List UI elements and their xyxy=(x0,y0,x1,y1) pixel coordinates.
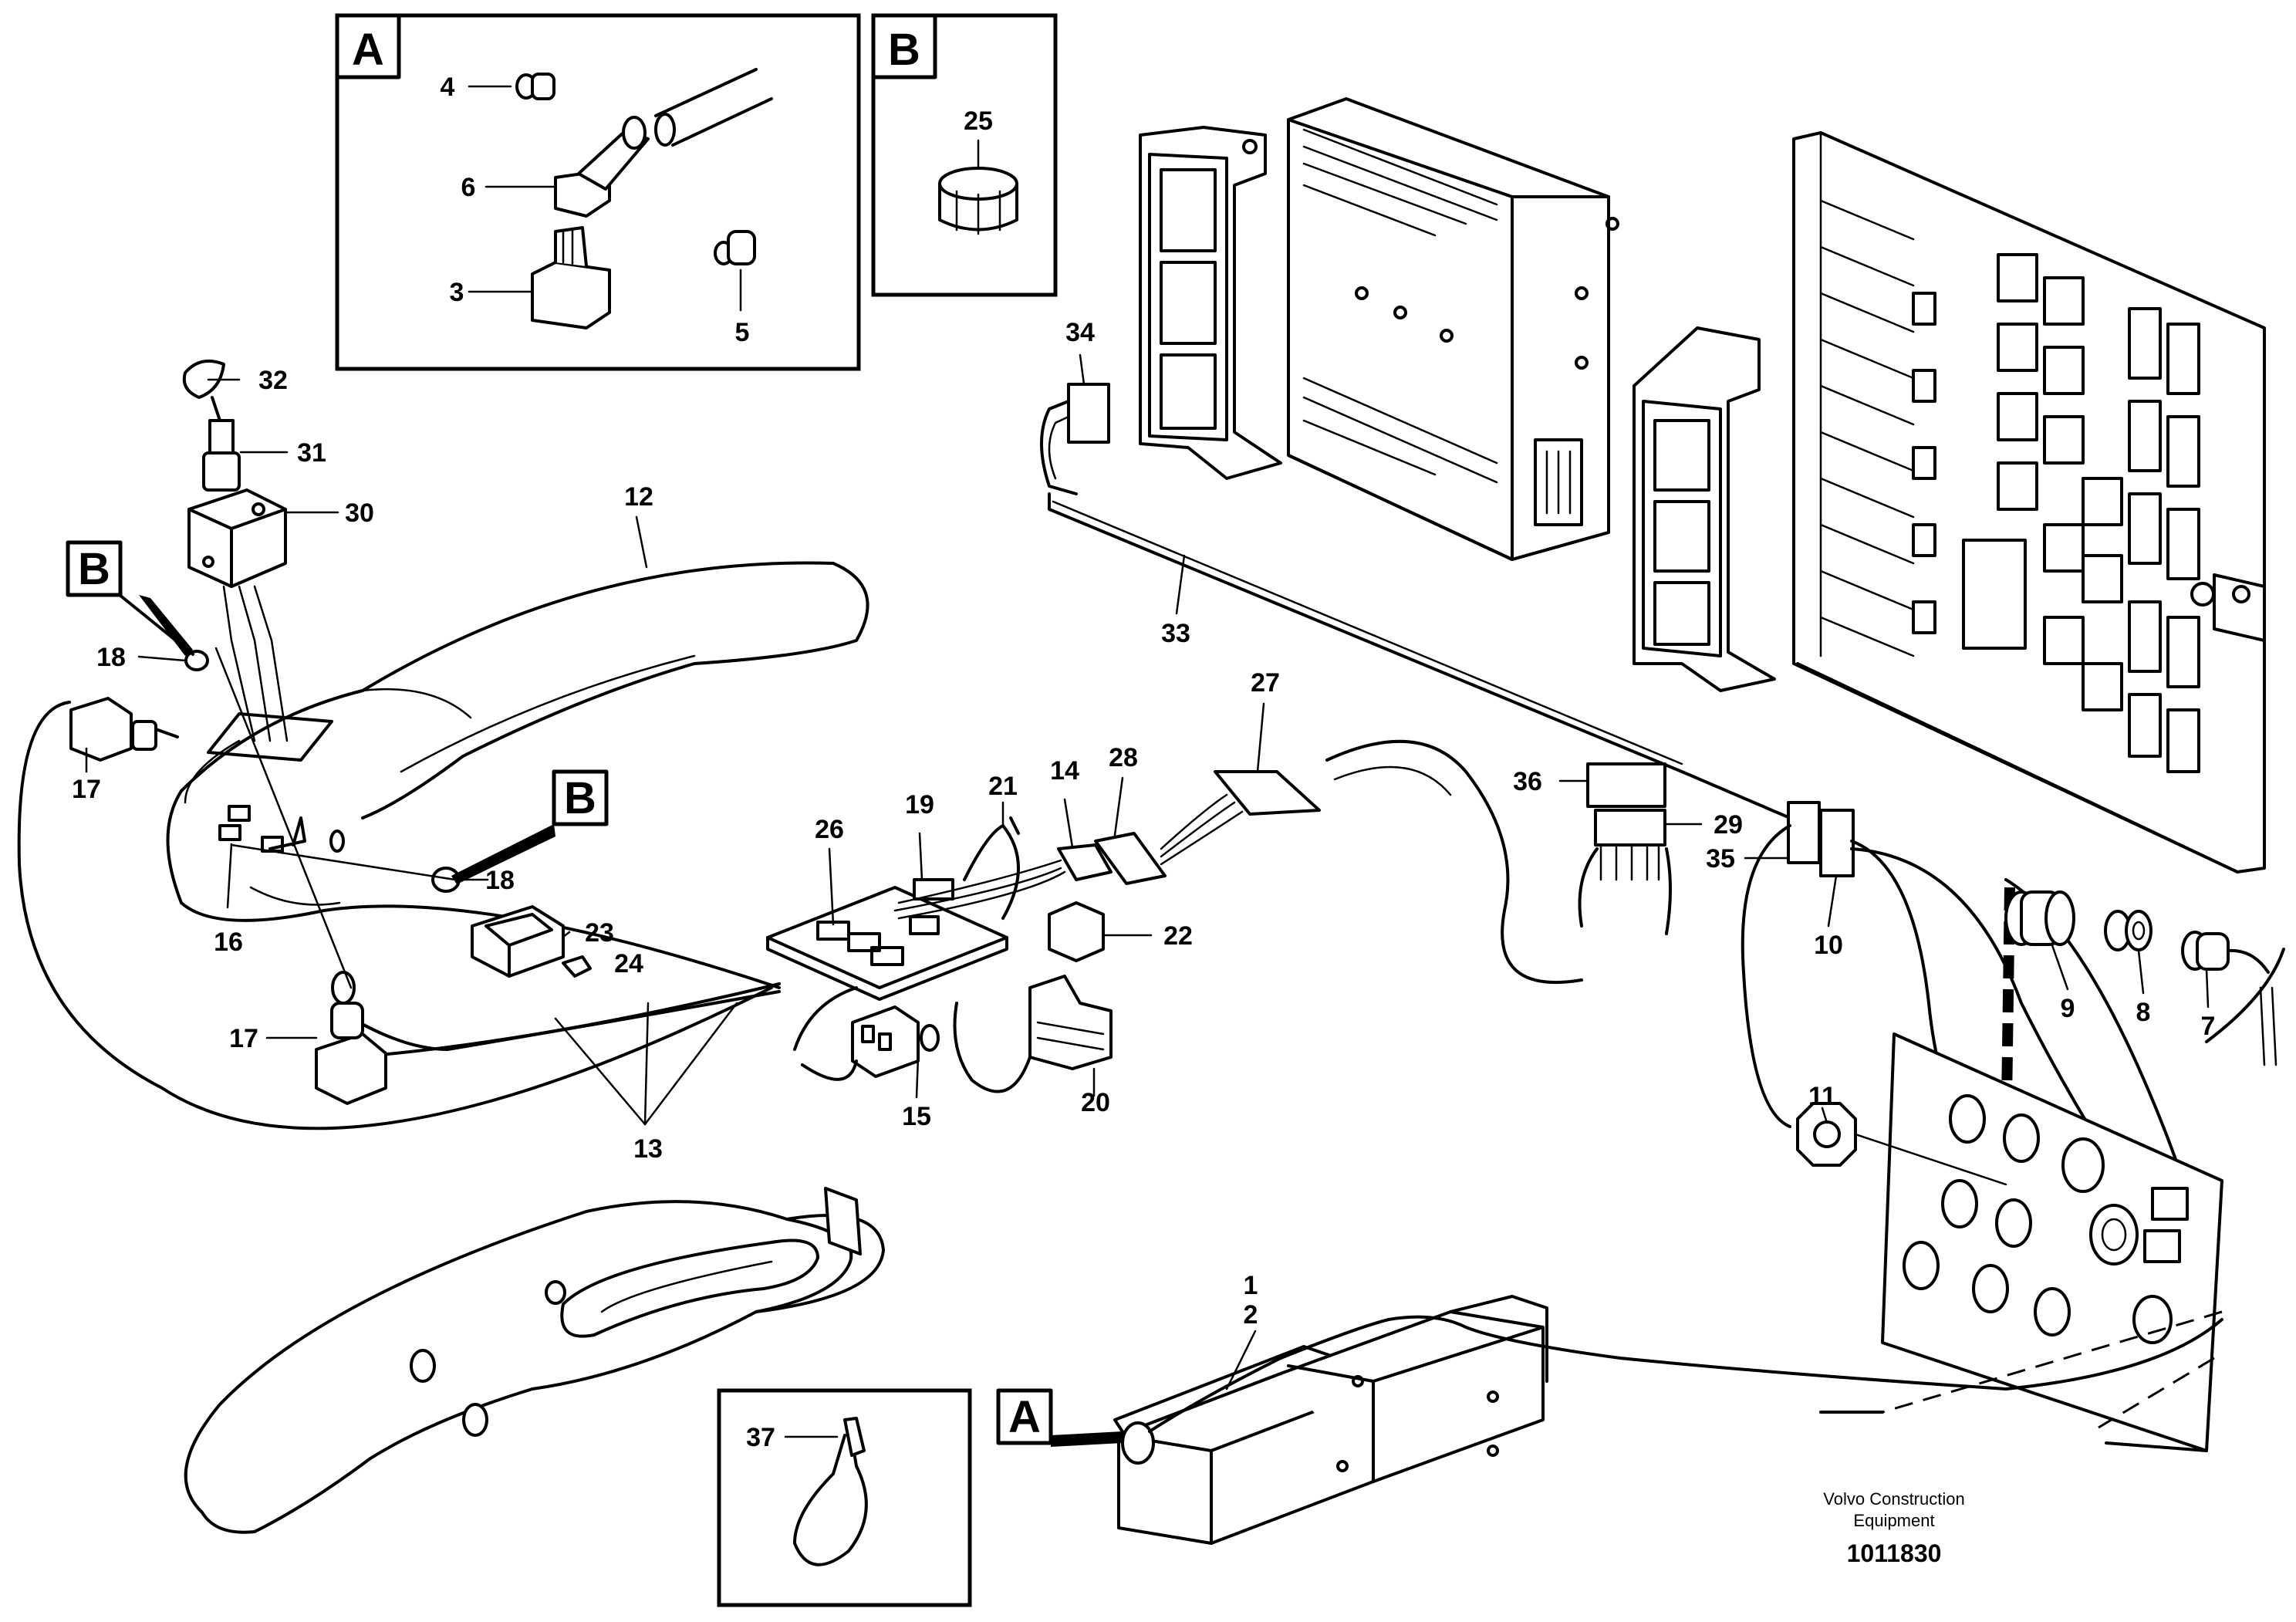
part-24-clip xyxy=(562,955,592,978)
ref-b-upper-label: B xyxy=(78,544,110,594)
part-16-clips xyxy=(218,805,457,881)
ecu-control-unit xyxy=(1287,97,1619,561)
leader-lines xyxy=(85,353,2210,1391)
detail-ref-b-upper: B xyxy=(66,540,194,656)
part-labels: 4 6 3 5 25 32 31 30 12 34 33 18 17 18 16… xyxy=(72,73,2215,1452)
footer-company-line2: Equipment xyxy=(1853,1511,1934,1530)
harness-wires-middle xyxy=(893,793,1244,920)
label-9: 9 xyxy=(2061,994,2075,1023)
label-2: 2 xyxy=(1244,1300,1258,1330)
label-6: 6 xyxy=(461,173,476,202)
armrest-lower-shell xyxy=(184,1187,885,1534)
circuit-board-26 xyxy=(766,886,1008,1001)
label-35: 35 xyxy=(1706,844,1735,874)
part-4-plug xyxy=(515,73,555,100)
label-19: 19 xyxy=(905,790,934,819)
part-25-cap xyxy=(938,167,1018,235)
detail-ref-b-lower: B xyxy=(451,769,609,884)
detail-box-cable-tie xyxy=(717,1388,972,1607)
part-9-nut xyxy=(2004,890,2075,946)
label-30: 30 xyxy=(345,498,374,528)
connector-27 xyxy=(1214,770,1321,816)
label-37: 37 xyxy=(746,1423,775,1452)
part-3-connector xyxy=(531,226,611,329)
label-23: 23 xyxy=(585,918,614,948)
footer-drawing-number: 1011830 xyxy=(1847,1539,1942,1567)
connector-28 xyxy=(1094,832,1167,885)
label-4: 4 xyxy=(441,73,455,102)
connector-20 xyxy=(953,975,1113,1093)
detail-a-label: A xyxy=(352,25,384,75)
part-11-nut xyxy=(1796,1102,2007,1186)
label-33: 33 xyxy=(1161,619,1190,648)
footer-company-line1: Volvo Construction xyxy=(1823,1489,1964,1509)
label-1: 1 xyxy=(1244,1271,1258,1300)
footer: Volvo Construction Equipment 1011830 xyxy=(1823,1489,1964,1567)
label-34: 34 xyxy=(1065,318,1095,347)
detail-box-a: A xyxy=(335,13,861,371)
ref-a-lower-label: A xyxy=(1008,1392,1041,1442)
label-25: 25 xyxy=(964,106,993,136)
label-27: 27 xyxy=(1251,668,1280,698)
label-18-upper: 18 xyxy=(96,643,126,672)
label-13: 13 xyxy=(633,1134,663,1164)
part-5-grommet xyxy=(714,230,756,265)
rocker-switch-23 xyxy=(471,905,565,978)
connector-36-29 xyxy=(1578,762,1672,935)
connector-35-10 xyxy=(1787,801,1855,877)
switch-30-31-32 xyxy=(182,359,289,742)
label-8: 8 xyxy=(2136,998,2151,1027)
label-17-upper: 17 xyxy=(72,775,101,804)
part-6-elbow xyxy=(554,68,773,218)
detail-box-b: B xyxy=(871,13,1058,297)
label-36: 36 xyxy=(1513,767,1542,796)
label-20: 20 xyxy=(1081,1088,1110,1117)
connector-15 xyxy=(793,986,940,1081)
switch-17-lower xyxy=(214,647,387,1105)
part-7-grommet xyxy=(2181,931,2270,974)
label-7: 7 xyxy=(2201,1012,2216,1041)
control-unit-1-2 xyxy=(1113,1295,2223,1545)
relay-circuit-board xyxy=(1792,131,2266,874)
ecu-bracket-left xyxy=(1139,126,1282,480)
label-22: 22 xyxy=(1163,921,1193,951)
label-28: 28 xyxy=(1109,743,1138,772)
label-3: 3 xyxy=(450,278,464,307)
armrest-housing xyxy=(166,561,869,989)
connector-19 xyxy=(913,878,954,901)
label-32: 32 xyxy=(258,366,288,395)
label-31: 31 xyxy=(297,438,326,468)
detail-b-label: B xyxy=(888,25,920,75)
label-5: 5 xyxy=(735,318,750,347)
label-12: 12 xyxy=(624,482,653,512)
part-8-washer xyxy=(2104,910,2152,951)
relay-22 xyxy=(1048,901,1105,962)
label-29: 29 xyxy=(1714,810,1743,840)
label-14: 14 xyxy=(1050,756,1079,786)
harness-13-left xyxy=(17,701,781,1130)
label-10: 10 xyxy=(1814,931,1843,960)
ref-b-lower-label: B xyxy=(564,773,596,823)
label-15: 15 xyxy=(902,1102,931,1131)
label-18-lower: 18 xyxy=(485,866,515,895)
label-16: 16 xyxy=(214,928,243,957)
detail-ref-a-lower: A xyxy=(996,1388,1123,1447)
label-11: 11 xyxy=(1808,1082,1836,1111)
connector-14 xyxy=(1057,843,1113,881)
switch-17-upper xyxy=(69,697,179,762)
label-26: 26 xyxy=(815,815,844,844)
label-21: 21 xyxy=(988,772,1018,801)
ecu-bracket-right xyxy=(1633,326,1776,692)
connector-plate xyxy=(1819,1032,2223,1452)
label-24: 24 xyxy=(614,949,643,978)
part-18-upper xyxy=(184,650,209,671)
label-17-lower: 17 xyxy=(229,1024,258,1053)
harness-33 xyxy=(1040,383,1791,819)
